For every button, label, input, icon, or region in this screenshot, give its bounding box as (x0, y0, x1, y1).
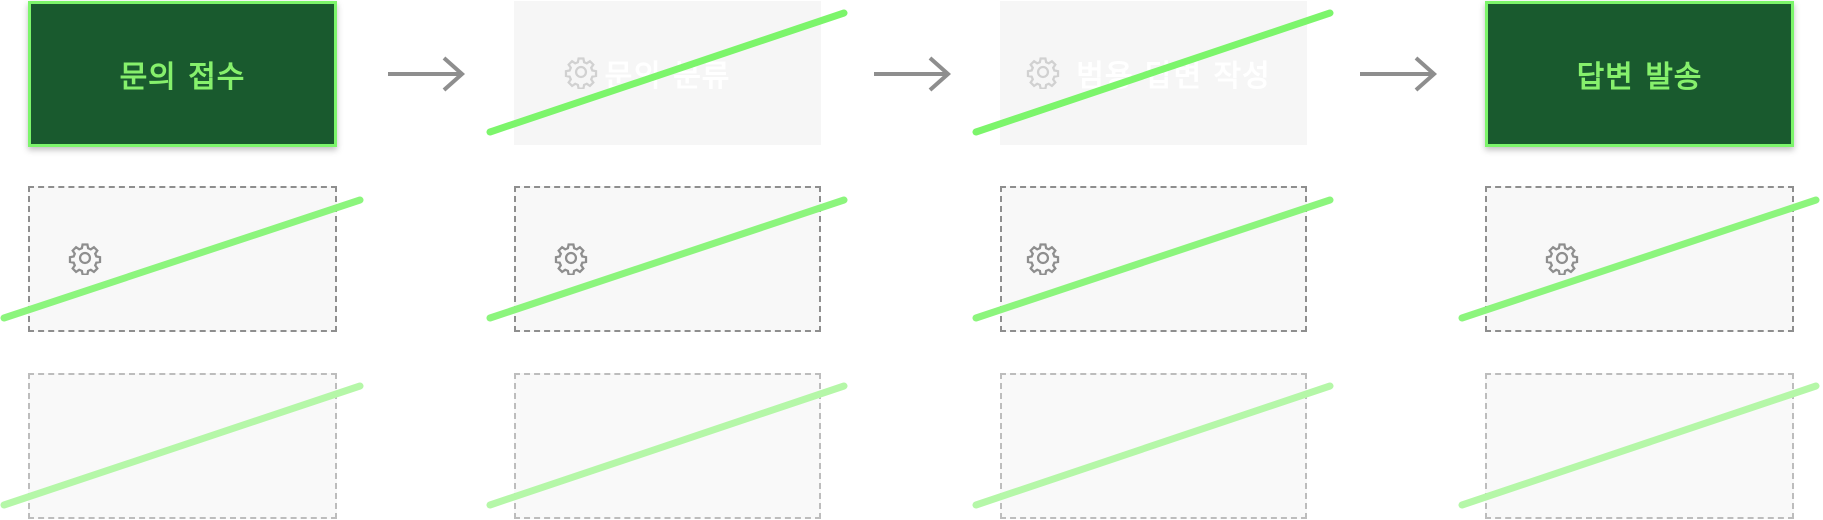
gear-icon (1026, 55, 1060, 89)
right-arrow-icon (872, 54, 952, 94)
placeholder-box (28, 186, 337, 332)
step-send-answer: 답변 발송 (1485, 1, 1794, 147)
step-label: 범용 답변 작성 (1076, 59, 1271, 94)
right-arrow-icon (386, 54, 466, 94)
placeholder-box (514, 186, 821, 332)
gear-icon (68, 241, 102, 275)
placeholder-box (28, 373, 337, 519)
gear-icon (1026, 241, 1060, 275)
step-label: 문의 접수 (119, 60, 246, 95)
placeholder-box (1000, 186, 1307, 332)
gear-icon (564, 55, 598, 89)
step-general-answer: 범용 답변 작성 (1000, 1, 1307, 145)
placeholder-box (1000, 373, 1307, 519)
step-label: 문의 분류 (604, 59, 731, 94)
step-inquiry-classification: 문의 분류 (514, 1, 821, 145)
gear-icon (554, 241, 588, 275)
step-label: 답변 발송 (1576, 60, 1703, 95)
placeholder-box (1485, 373, 1794, 519)
placeholder-box (514, 373, 821, 519)
step-inquiry-received: 문의 접수 (28, 1, 337, 147)
right-arrow-icon (1358, 54, 1438, 94)
placeholder-box (1485, 186, 1794, 332)
gear-icon (1545, 241, 1579, 275)
